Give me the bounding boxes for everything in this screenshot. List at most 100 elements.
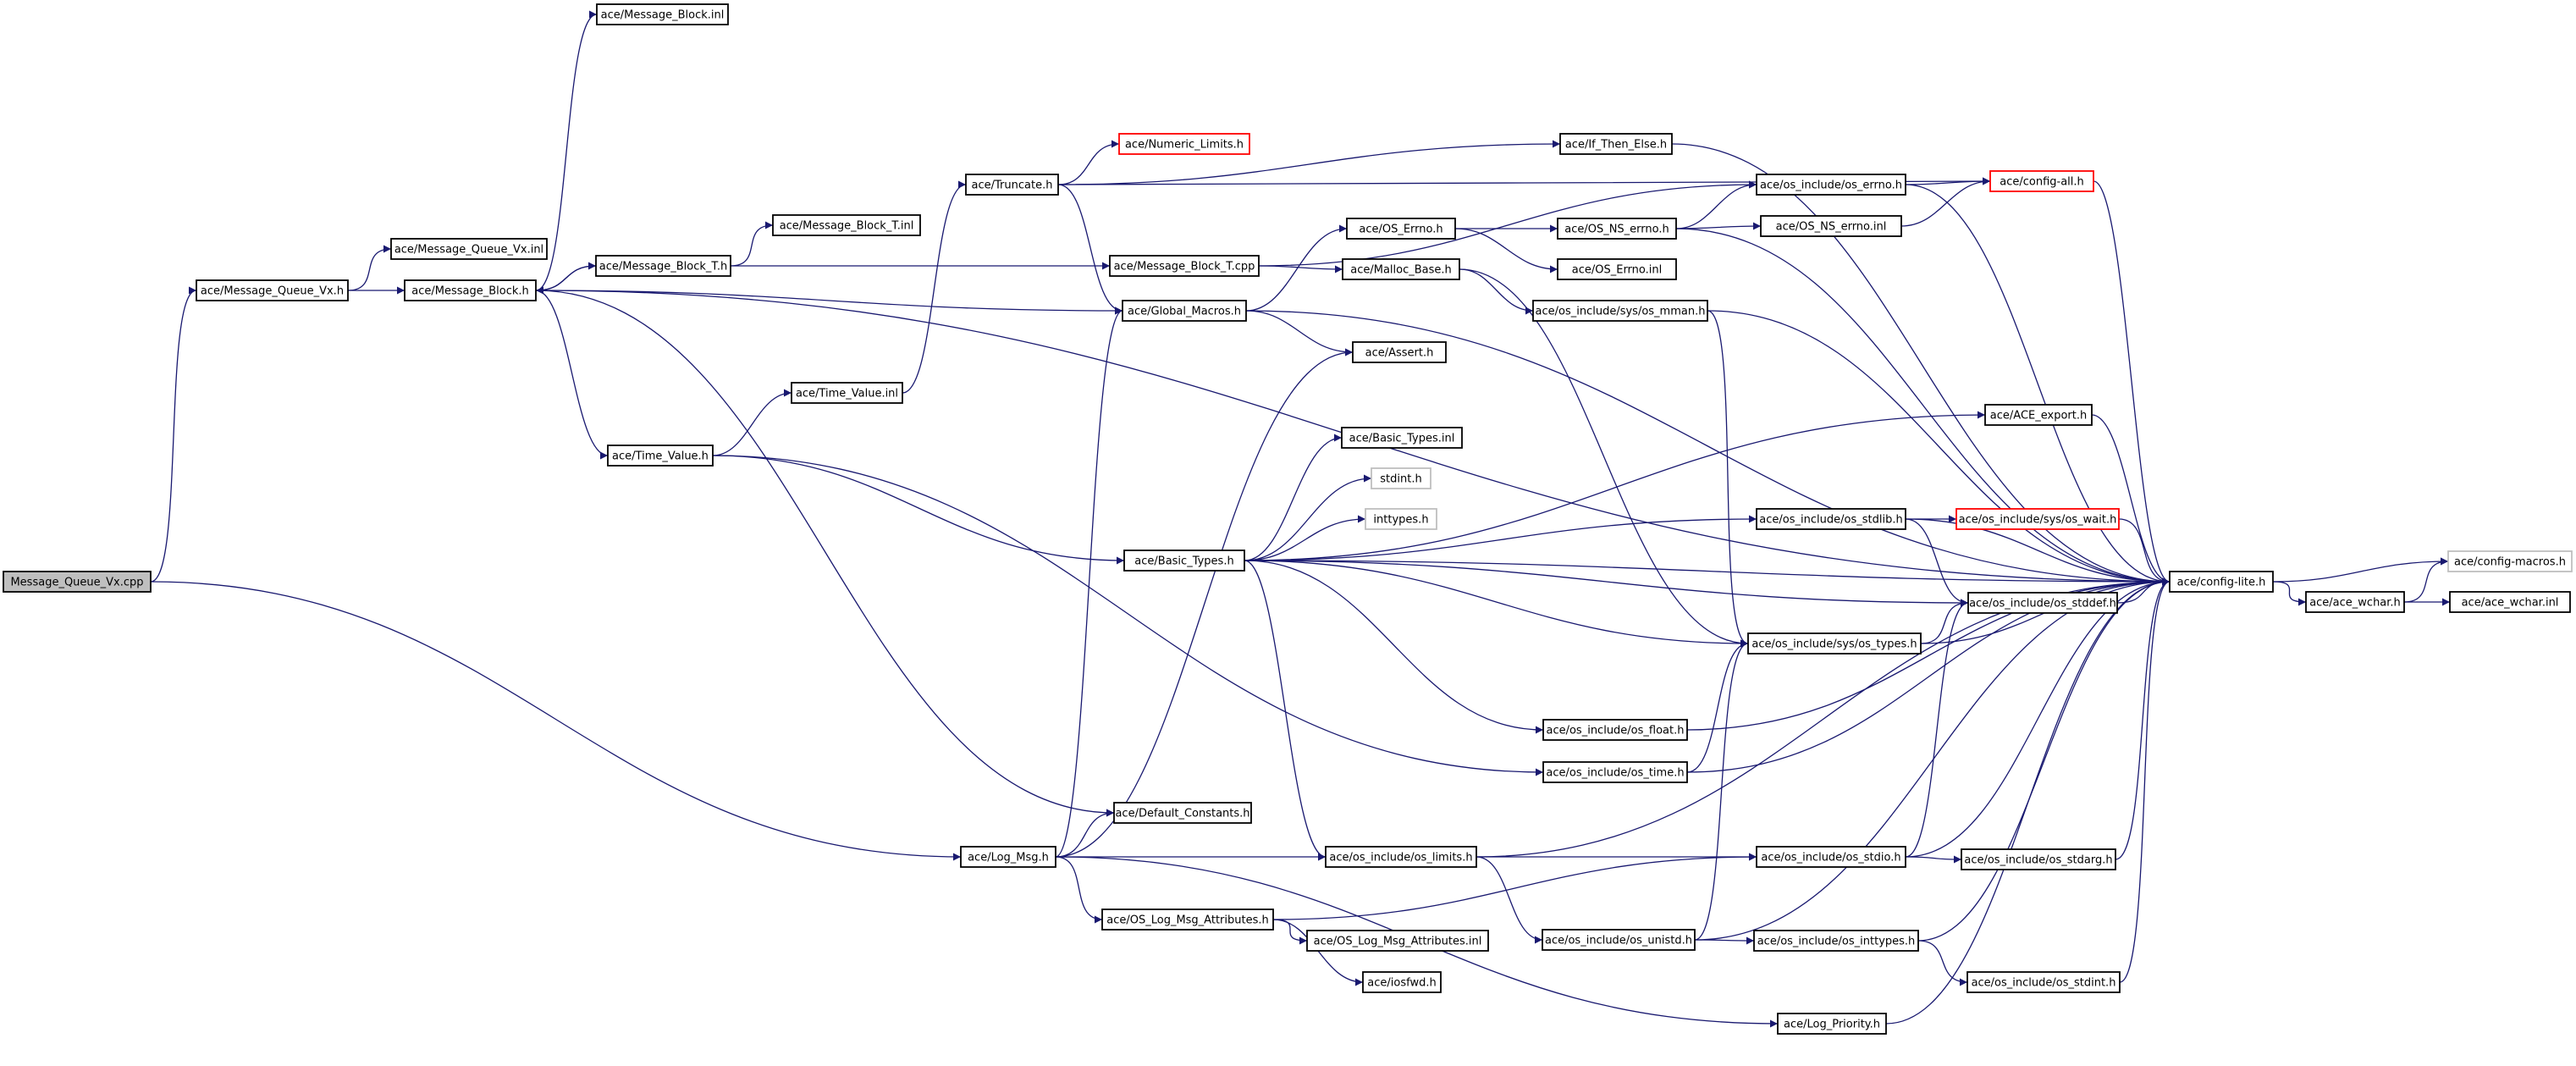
node-osstdarg[interactable]: ace/os_include/os_stdarg.h [1961,848,2116,870]
node-logmsg[interactable]: ace/Log_Msg.h [960,846,1056,868]
node-box [1362,971,1442,993]
edge-mallocbase-to-mman [1459,268,1534,315]
node-osinttypes[interactable]: ace/os_include/os_inttypes.h [1753,930,1919,952]
node-osnserrno[interactable]: ace/OS_NS_errno.h [1557,218,1677,240]
node-ostime[interactable]: ace/os_include/os_time.h [1542,761,1688,783]
node-ifthen[interactable]: ace/If_Then_Else.h [1559,133,1673,155]
node-iosfwd[interactable]: ace/iosfwd.h [1362,971,1442,993]
node-oslmainl[interactable]: ace/OS_Log_Msg_Attributes.inl [1306,930,1489,952]
node-label: ace/Message_Block.h [411,285,529,298]
node-box [960,846,1056,868]
node-label: ace/iosfwd.h [1367,977,1436,990]
node-osstddef[interactable]: ace/os_include/os_stddef.h [1967,592,2118,614]
edge-logpriority-to-configlite [1885,577,2171,1025]
node-box [1557,218,1677,240]
edge-oswait-to-configlite [2118,518,2171,586]
node-box [1352,341,1447,363]
node-oswait[interactable]: ace/os_include/sys/os_wait.h [1955,508,2120,530]
node-mbtcpp[interactable]: ace/Message_Block_T.cpp [1109,255,1260,277]
node-box [1122,300,1247,322]
node-root[interactable]: Message_Queue_Vx.cpp [3,571,152,593]
node-box [1542,929,1696,951]
node-label: ace/config-all.h [2000,176,2084,189]
node-mman[interactable]: ace/os_include/sys/os_mman.h [1532,300,1708,322]
node-box [404,279,537,301]
node-configmacros[interactable]: ace/config-macros.h [2447,550,2573,572]
node-mqvxh[interactable]: ace/Message_Queue_Vx.h [196,279,349,301]
edge-timevalueh-to-basictypesh [712,455,1125,565]
node-logpriority[interactable]: ace/Log_Priority.h [1777,1013,1887,1035]
node-acewcharinl[interactable]: ace/ace_wchar.inl [2449,591,2571,613]
node-numlim[interactable]: ace/Numeric_Limits.h [1118,133,1250,155]
node-osunistd[interactable]: ace/os_include/os_unistd.h [1542,929,1696,951]
node-inttypes[interactable]: inttypes.h [1365,508,1437,530]
node-mbth[interactable]: ace/Message_Block_T.h [595,255,731,277]
node-systypes[interactable]: ace/os_include/sys/os_types.h [1747,632,1922,655]
node-globalmacros[interactable]: ace/Global_Macros.h [1122,300,1247,322]
node-oserrnoinl[interactable]: ace/OS_Errno.inl [1557,258,1677,280]
node-stdint[interactable]: stdint.h [1371,467,1431,489]
node-osnserrnoinl[interactable]: ace/OS_NS_errno.inl [1760,215,1902,237]
node-box [2169,571,2274,593]
node-mbtinl[interactable]: ace/Message_Block_T.inl [772,214,921,236]
node-oserrnoh[interactable]: ace/OS_Errno.h [1346,218,1456,240]
node-box [965,174,1059,196]
node-box [1306,930,1489,952]
node-label: ace/If_Then_Else.h [1565,139,1667,152]
node-label: ace/Global_Macros.h [1128,306,1241,318]
edge-truncate-to-ifthen [1057,140,1561,185]
edge-basictypesh-to-osstdlib [1244,515,1757,561]
node-box [1989,170,2094,192]
node-mallocbase[interactable]: ace/Malloc_Base.h [1342,258,1460,280]
node-box [390,238,548,260]
edge-oserrno-to-configall [1905,177,1991,185]
node-configlite[interactable]: ace/config-lite.h [2169,571,2274,593]
edge-configlite-to-configmacros [2272,557,2449,583]
node-label: ace/Message_Queue_Vx.inl [394,244,543,257]
edge-basictypesh-to-aceexport [1244,411,1986,561]
node-mbh[interactable]: ace/Message_Block.h [404,279,537,301]
node-box [596,3,729,25]
node-defconst[interactable]: ace/Default_Constants.h [1113,802,1252,824]
node-box [1542,761,1688,783]
node-oslmah[interactable]: ace/OS_Log_Msg_Attributes.h [1101,909,1274,931]
node-box [1955,508,2120,530]
node-osfloat[interactable]: ace/os_include/os_float.h [1542,719,1688,741]
edge-oserrno-to-configlite [1905,184,2171,586]
node-label: ace/Message_Block_T.cpp [1114,261,1255,273]
node-box [1961,848,2116,870]
node-timevalueinl[interactable]: ace/Time_Value.inl [791,382,903,404]
node-box [1542,719,1688,741]
node-basictypesinl[interactable]: ace/Basic_Types.inl [1341,427,1463,449]
node-box [1756,508,1906,530]
edge-osinttypes-to-configlite [1917,577,2171,942]
node-box [3,571,152,593]
node-timevalueh[interactable]: ace/Time_Value.h [607,445,714,467]
node-oserrno[interactable]: ace/os_include/os_errno.h [1756,174,1906,196]
node-acewcharh[interactable]: ace/ace_wchar.h [2305,591,2405,613]
node-configall[interactable]: ace/config-all.h [1989,170,2094,192]
node-basictypesh[interactable]: ace/Basic_Types.h [1123,550,1245,572]
node-osstdint[interactable]: ace/os_include/os_stdint.h [1966,971,2121,993]
node-oslimits[interactable]: ace/os_include/os_limits.h [1325,846,1477,868]
node-osstdlib[interactable]: ace/os_include/os_stdlib.h [1756,508,1906,530]
node-label: ace/os_include/os_stdlib.h [1759,514,1902,527]
node-assert[interactable]: ace/Assert.h [1352,341,1447,363]
edge-logmsg-to-assert [1055,348,1354,858]
node-aceexport[interactable]: ace/ACE_export.h [1984,404,2093,426]
node-label: ace/os_include/os_stdint.h [1972,977,2116,990]
node-label: ace/os_include/os_limits.h [1329,852,1472,864]
node-label: ace/Malloc_Base.h [1350,264,1452,277]
node-label: ace/Message_Queue_Vx.h [201,285,344,298]
edge-basictypesh-to-configlite [1244,560,2171,586]
edge-globalmacros-to-configlite [1245,310,2171,586]
edge-oslmah-to-osstdio [1272,853,1757,920]
node-mqvxinl[interactable]: ace/Message_Queue_Vx.inl [390,238,548,260]
node-label: ace/OS_Errno.h [1359,224,1442,236]
node-mbinl[interactable]: ace/Message_Block.inl [596,3,729,25]
node-truncate[interactable]: ace/Truncate.h [965,174,1059,196]
node-label: ace/config-lite.h [2177,577,2266,589]
node-osstdio[interactable]: ace/os_include/os_stdio.h [1756,846,1906,868]
edge-timevalueh-to-timevalueinl [712,389,792,456]
edge-logmsg-to-globalmacros [1055,307,1123,858]
